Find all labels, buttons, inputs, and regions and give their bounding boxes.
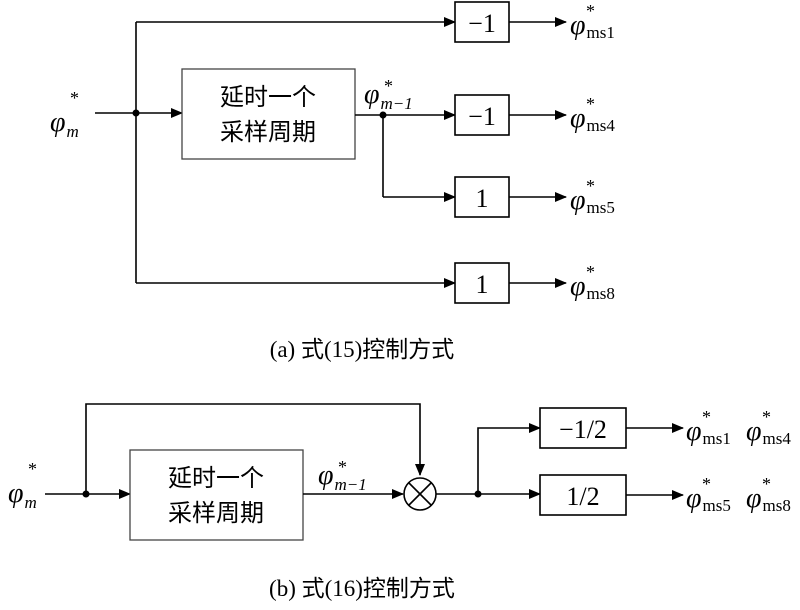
diagram-a-caption: (a) 式(15)控制方式 — [270, 337, 455, 362]
svg-text:*: * — [586, 94, 595, 114]
diagram-a-gain-2: −1 — [454, 94, 510, 136]
svg-text:*: * — [586, 262, 595, 282]
diagram-a: φm * 延时一个 采样周期 φm−1 * −1 — [50, 1, 615, 362]
diagram-a-delayed-star: * — [384, 76, 393, 96]
diagram-b-gain-1: −1/2 — [539, 407, 627, 449]
diagram-b-delay-line2: 采样周期 — [168, 499, 264, 527]
diagram-b-delayed-label: φm−1 — [318, 460, 367, 494]
diagram-a-output-4: φms8 * — [570, 262, 615, 303]
diagram-b: φm * 延时一个 采样周期 φm−1 * −1/2 — [8, 403, 791, 601]
diagram-a-gain-2-label: −1 — [468, 102, 496, 131]
diagram-a-gain-1-label: −1 — [468, 9, 496, 38]
diagram-a-gain-3: 1 — [454, 176, 510, 218]
diagram-a-output-3: φms5 * — [570, 176, 615, 217]
diagram-b-input-label: φm — [8, 478, 37, 512]
diagram-a-output-2: φms4 * — [570, 94, 615, 135]
diagram-a-input-star: * — [70, 88, 79, 108]
diagram-b-output-1a: φms1 * — [686, 407, 731, 448]
diagram-b-delay-block — [129, 449, 304, 541]
diagram-b-output-2b: φms8 * — [746, 474, 791, 515]
svg-text:φms1: φms1 — [570, 10, 615, 42]
svg-text:*: * — [762, 474, 771, 494]
diagram-a-output-1: φms1 * — [570, 1, 615, 42]
svg-text:φms4: φms4 — [746, 416, 791, 448]
diagram-b-wire-to-gain1 — [477, 423, 541, 494]
diagram-b-gain-2: 1/2 — [539, 474, 627, 516]
diagram-b-bypass-wire — [85, 403, 425, 494]
diagram-b-gain-1-label: −1/2 — [559, 415, 607, 444]
diagram-b-input-star: * — [28, 459, 37, 479]
svg-text:φms8: φms8 — [570, 271, 615, 303]
diagram-a-delay-line1: 延时一个 — [220, 83, 316, 111]
svg-text:φms8: φms8 — [746, 483, 791, 515]
diagram-a-gain-4: 1 — [454, 262, 510, 304]
svg-text:*: * — [586, 176, 595, 196]
diagram-b-delayed-star: * — [338, 457, 347, 477]
svg-text:*: * — [702, 407, 711, 427]
svg-text:*: * — [586, 1, 595, 21]
svg-text:φms5: φms5 — [570, 185, 615, 217]
svg-text:*: * — [762, 407, 771, 427]
diagram-b-output-1b: φms4 * — [746, 407, 791, 448]
diagram-b-multiplier — [403, 477, 437, 511]
diagram-a-input-label: φm — [50, 107, 79, 141]
diagram-a-gain-4-label: 1 — [476, 270, 489, 299]
svg-text:φms1: φms1 — [686, 416, 731, 448]
diagram-a-gain-1: −1 — [454, 1, 510, 43]
diagram-a-delayed-label: φm−1 — [364, 79, 413, 113]
svg-text:*: * — [702, 474, 711, 494]
svg-text:φms5: φms5 — [686, 483, 731, 515]
diagram-b-gain-2-label: 1/2 — [566, 482, 599, 511]
diagram-b-delay-line1: 延时一个 — [168, 464, 264, 492]
diagram-a-gain-3-label: 1 — [476, 184, 489, 213]
diagram-b-output-2a: φms5 * — [686, 474, 731, 515]
diagram-b-caption: (b) 式(16)控制方式 — [269, 576, 455, 601]
diagram-a-delay-line2: 采样周期 — [220, 118, 316, 146]
diagram-a-delay-block — [181, 68, 356, 160]
svg-text:φms4: φms4 — [570, 103, 615, 135]
